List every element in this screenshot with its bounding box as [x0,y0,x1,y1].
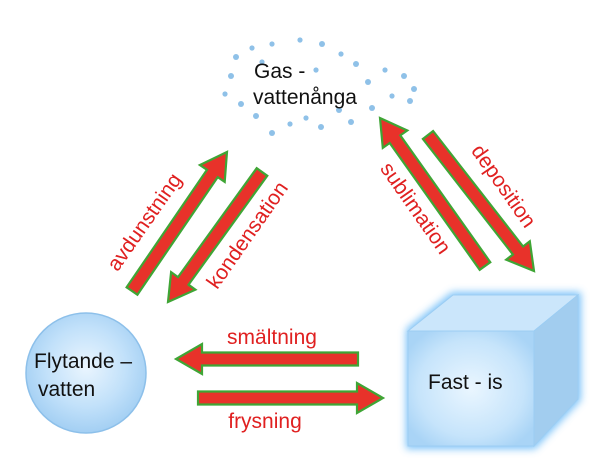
vapor-dots [222,37,417,136]
liquid-label-line1: Flytande – [34,350,132,373]
arrow-evaporation [125,150,229,297]
arrow-condensation [166,166,269,304]
arrow-freezing [196,381,386,415]
ice-cube [406,292,581,449]
liquid-circle [25,312,147,434]
transition-arrows [125,116,536,415]
arrow-sublimation [378,116,492,272]
label-freezing: frysning [228,410,302,433]
solid-label: Fast - is [428,371,503,394]
gas-label-line2: vattenånga [253,86,357,109]
liquid-label-line2: vatten [38,378,95,401]
arrow-deposition [421,129,536,273]
gas-label-line1: Gas - [254,60,305,83]
label-melting: smältning [227,326,317,349]
arrow-melting [173,342,360,376]
